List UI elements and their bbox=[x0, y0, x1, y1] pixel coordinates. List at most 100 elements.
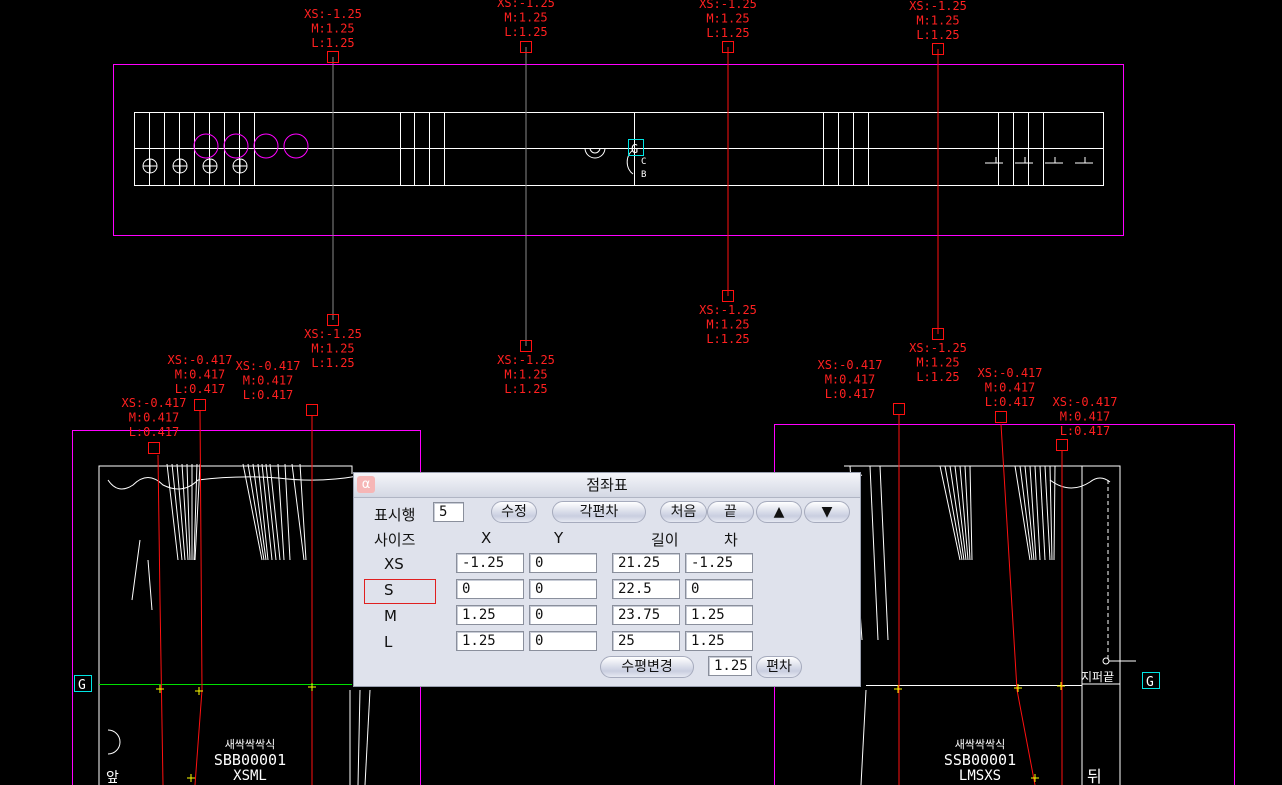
x-input[interactable]: -1.25 bbox=[456, 553, 524, 573]
grade-label-text: M:0.417 bbox=[1060, 410, 1111, 424]
grade-point-box[interactable] bbox=[932, 328, 944, 340]
diff-input[interactable]: -1.25 bbox=[685, 553, 753, 573]
grade-point-box[interactable] bbox=[1056, 439, 1068, 451]
point-marker[interactable] bbox=[1031, 774, 1039, 782]
grade-point-box[interactable] bbox=[722, 41, 734, 53]
pleat-line bbox=[257, 463, 269, 561]
grade-point-box[interactable] bbox=[327, 314, 339, 326]
size-label[interactable]: S bbox=[384, 581, 394, 599]
back-piece-outline[interactable] bbox=[844, 465, 1121, 785]
diff-input[interactable]: 0 bbox=[685, 579, 753, 599]
pleat-line bbox=[954, 465, 967, 561]
pleat-line bbox=[299, 463, 307, 561]
waistband-notches bbox=[985, 157, 1093, 164]
down-button[interactable]: ▼ bbox=[804, 501, 850, 523]
grade-point-box[interactable] bbox=[306, 404, 318, 416]
pleat-line bbox=[171, 463, 183, 561]
dialog-titlebar[interactable]: α 점좌표 bbox=[354, 473, 860, 498]
pleat-line bbox=[261, 463, 273, 561]
magenta-circle-mark bbox=[253, 133, 279, 159]
deviation-input[interactable]: 1.25 bbox=[708, 656, 752, 676]
size-label[interactable]: M bbox=[384, 607, 397, 625]
point-marker[interactable] bbox=[195, 687, 203, 695]
grade-point-box[interactable] bbox=[722, 290, 734, 302]
pleat-line bbox=[869, 465, 879, 641]
length-input[interactable]: 25 bbox=[612, 631, 680, 651]
grade-point-box[interactable] bbox=[520, 41, 532, 53]
point-marker[interactable] bbox=[894, 685, 902, 693]
hole-mark bbox=[584, 147, 606, 159]
x-input[interactable]: 1.25 bbox=[456, 605, 524, 625]
grade-point-box[interactable] bbox=[327, 51, 339, 63]
each-deviation-button[interactable]: 각편차 bbox=[552, 501, 646, 523]
first-button[interactable]: 처음 bbox=[660, 501, 707, 523]
point-marker[interactable] bbox=[308, 683, 316, 691]
grade-label-text: L:0.417 bbox=[129, 425, 180, 439]
y-input[interactable]: 0 bbox=[529, 553, 597, 573]
grade-point-box[interactable] bbox=[932, 43, 944, 55]
diff-input[interactable]: 1.25 bbox=[685, 605, 753, 625]
grade-point-box[interactable] bbox=[893, 403, 905, 415]
notch-label-c: C bbox=[641, 157, 646, 167]
grain-marker-right[interactable] bbox=[1142, 672, 1160, 689]
size-label[interactable]: L bbox=[384, 633, 393, 651]
magenta-circle-mark bbox=[193, 133, 219, 159]
length-input[interactable]: 22.5 bbox=[612, 579, 680, 599]
point-coordinate-dialog: α 점좌표 표시행 5 수정 각편차 처음 끝 ▲ ▼ 사이즈 X Y 길이 차… bbox=[353, 472, 861, 687]
notch-label-b: B bbox=[641, 170, 646, 180]
grade-label-text: XS:-0.417 bbox=[167, 353, 232, 367]
point-marker[interactable] bbox=[1057, 682, 1065, 690]
grade-label-text: XS:-0.417 bbox=[817, 358, 882, 372]
x-input[interactable]: 1.25 bbox=[456, 631, 524, 651]
grain-marker-top[interactable] bbox=[628, 139, 644, 156]
point-marker[interactable] bbox=[187, 774, 195, 782]
diff-input[interactable]: 1.25 bbox=[685, 631, 753, 651]
grade-label-text: XS:-1.25 bbox=[909, 341, 967, 355]
y-input[interactable]: 0 bbox=[529, 631, 597, 651]
pleat-line bbox=[959, 465, 969, 561]
pleat-line bbox=[193, 463, 198, 561]
pleat-line bbox=[879, 465, 889, 641]
pleat-line bbox=[277, 463, 285, 561]
x-input[interactable]: 0 bbox=[456, 579, 524, 599]
size-label[interactable]: XS bbox=[384, 555, 404, 573]
grade-label-text: L:1.25 bbox=[311, 36, 354, 50]
deviation-button[interactable]: 편차 bbox=[756, 656, 802, 678]
app-alpha-icon: α bbox=[357, 476, 375, 493]
piece-boundary-top[interactable] bbox=[113, 64, 1124, 236]
last-button[interactable]: 끝 bbox=[707, 501, 754, 523]
grade-label-text: L:0.417 bbox=[243, 388, 294, 402]
grain-marker-left[interactable] bbox=[74, 675, 92, 692]
grade-label-text: L:0.417 bbox=[1060, 424, 1111, 438]
pleat-line bbox=[1044, 465, 1051, 561]
horizontal-change-button[interactable]: 수평변경 bbox=[600, 656, 694, 678]
grain-marker-letter: G bbox=[1146, 675, 1154, 690]
zipper-end-mark bbox=[1102, 657, 1110, 665]
grade-label-text: M:1.25 bbox=[916, 14, 959, 28]
rows-input[interactable]: 5 bbox=[433, 502, 464, 522]
pleat-line bbox=[964, 465, 971, 561]
rows-label: 표시행 bbox=[374, 506, 416, 524]
grade-point-box[interactable] bbox=[520, 340, 532, 352]
grade-label-text: XS:-1.25 bbox=[497, 353, 555, 367]
grade-point-box[interactable] bbox=[148, 442, 160, 454]
grade-label-text: L:0.417 bbox=[825, 387, 876, 401]
piece-code-right: SSB00001 bbox=[944, 751, 1016, 769]
pleat-line bbox=[969, 465, 973, 561]
grade-point-box[interactable] bbox=[194, 399, 206, 411]
length-header: 길이 bbox=[651, 531, 679, 549]
piece-side-left: 앞 bbox=[106, 770, 119, 785]
grain-marker-letter: G bbox=[631, 142, 638, 156]
diff-header: 차 bbox=[724, 531, 738, 549]
pleat-line bbox=[1034, 465, 1041, 561]
y-input[interactable]: 0 bbox=[529, 579, 597, 599]
up-button[interactable]: ▲ bbox=[756, 501, 802, 523]
length-input[interactable]: 21.25 bbox=[612, 553, 680, 573]
point-marker[interactable] bbox=[156, 685, 164, 693]
y-input[interactable]: 0 bbox=[529, 605, 597, 625]
length-input[interactable]: 23.75 bbox=[612, 605, 680, 625]
point-marker[interactable] bbox=[1014, 684, 1022, 692]
edit-button[interactable]: 수정 bbox=[491, 501, 537, 523]
grade-point-box[interactable] bbox=[995, 411, 1007, 423]
